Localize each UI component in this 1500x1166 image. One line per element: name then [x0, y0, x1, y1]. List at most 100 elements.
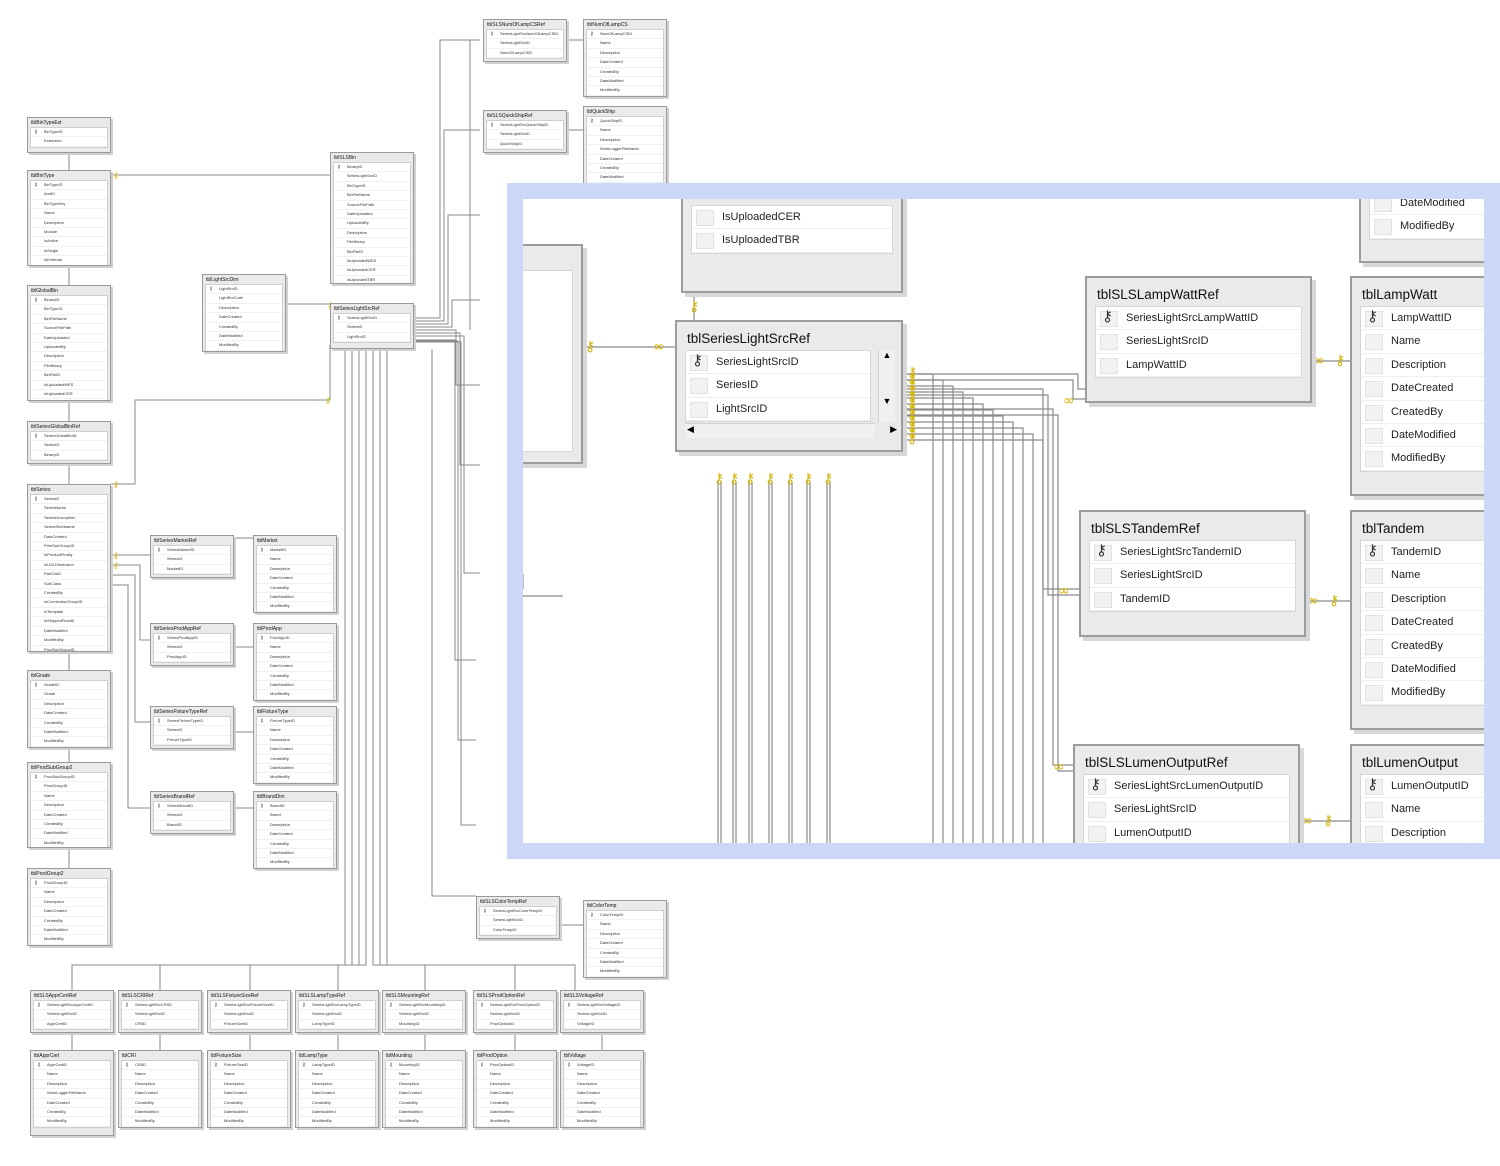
field-row[interactable]: Name [1361, 798, 1484, 822]
field-row[interactable]: CreatedBy [31, 917, 107, 927]
field-row[interactable]: DateCreated [257, 574, 333, 584]
table-tblSeriesMarketRef[interactable]: tblSeriesMarketRefSeriesMarketIDSeriesID… [150, 535, 234, 578]
field-row[interactable]: SeriesLightSrcID [334, 172, 410, 182]
field-row[interactable]: CRIID [122, 1020, 198, 1030]
field-row[interactable]: DateModified [477, 1108, 553, 1118]
field-row[interactable]: SourceFilePath [31, 324, 107, 334]
field-row[interactable]: Grade [31, 690, 107, 700]
field-row[interactable]: BinFileID [334, 248, 410, 258]
field-row[interactable]: SeriesLightSrcID [480, 916, 556, 926]
field-row[interactable]: ModifiedBy [1361, 447, 1484, 471]
field-row[interactable]: UploadedBy [31, 343, 107, 353]
primary-key-row[interactable]: BinaryID [334, 163, 410, 173]
field-row[interactable]: SeriesLightSrcID [1090, 564, 1295, 588]
primary-key-row[interactable]: SeriesLightSrcVoltageID [564, 1001, 640, 1011]
field-row[interactable]: Name [477, 1070, 553, 1080]
field-row[interactable]: BinaryID [31, 451, 107, 461]
field-row[interactable]: DateModified [386, 1108, 462, 1118]
field-row[interactable]: IsUploadedCER [31, 390, 107, 400]
field-row[interactable]: BinTypeKey [31, 200, 107, 210]
field-row[interactable]: MarketID [154, 565, 230, 575]
field-row[interactable]: CreatedBy [1361, 635, 1484, 659]
field-row[interactable]: DateCreated [386, 1089, 462, 1099]
table-tblSeriesFixtureTypeRef[interactable]: tblSeriesFixtureTypeRefSeriesFixtureType… [150, 706, 234, 749]
field-row[interactable]: AmtID [31, 190, 107, 200]
table-tblGrade[interactable]: tblGradeGradeIDGradeDescriptionDateCreat… [27, 670, 111, 748]
primary-key-row[interactable]: LampWattID [1361, 306, 1484, 331]
field-row[interactable]: MountingID [386, 1020, 462, 1030]
primary-key-row[interactable]: CRIID [122, 1061, 198, 1071]
field-row[interactable]: CreatedBy [299, 1099, 375, 1109]
table-tblLumenOutput[interactable]: tblLumenOutput LumenOutputID Name Descri… [1350, 744, 1484, 843]
primary-key-row[interactable]: ProdAppID [257, 634, 333, 644]
field-row[interactable]: CreatedBy [31, 820, 107, 830]
primary-key-row[interactable]: LampTypeID [299, 1061, 375, 1071]
primary-key-row[interactable]: SeriesLightSrcApprCertID [34, 1001, 110, 1011]
field-row[interactable]: Description [31, 219, 107, 229]
field-row[interactable]: DateCreated [477, 1089, 553, 1099]
primary-key-row[interactable]: ProdGroupID [31, 879, 107, 889]
field-row[interactable]: CreatedBy [31, 589, 107, 599]
primary-key-row[interactable]: BinaryID [31, 296, 107, 306]
field-row[interactable]: QuickShipID [487, 140, 563, 150]
field-row[interactable]: Name [31, 209, 107, 219]
field-row[interactable]: SeriesLightSrcID [299, 1010, 375, 1020]
table-tblSLSLampWattRef[interactable]: tblSLSLampWattRef SeriesLightSrcLampWatt… [1085, 276, 1312, 403]
field-row[interactable]: Extension [31, 137, 107, 147]
field-row[interactable]: BinTypeID [31, 305, 107, 315]
field-row[interactable]: IsExternal [31, 256, 107, 265]
field-row[interactable]: SeriesDescription [31, 514, 107, 524]
table-tblSeriesGlobalBinRef[interactable]: tblSeriesGlobalBinRefSeriesGlobalBinIDSe… [27, 421, 111, 464]
field-row[interactable]: DateCreated [211, 1089, 287, 1099]
field-row[interactable]: UploadedBy [334, 219, 410, 229]
field-row[interactable]: Name [1361, 330, 1484, 354]
field-row[interactable]: IsUploadedTBR [31, 399, 107, 400]
field-row[interactable]: SeriesLightSrcID [386, 1010, 462, 1020]
field-row[interactable]: CreatedBy [1361, 401, 1484, 425]
field-row[interactable]: BinFileID [31, 371, 107, 381]
field-row[interactable]: BrandID [154, 821, 230, 831]
field-row[interactable]: DateCreated [31, 533, 107, 543]
field-row[interactable]: Name [299, 1070, 375, 1080]
field-row[interactable]: Name [211, 1070, 287, 1080]
field-row[interactable]: Description [587, 49, 663, 59]
field-row[interactable]: ModifiedBy [257, 773, 333, 783]
primary-key-row[interactable]: SeriesMarketID [154, 546, 230, 556]
table-tblSLSNumOfLampCSRef[interactable]: tblSLSNumOfLampCSRefSeriesLightSrcNumOfL… [483, 19, 567, 62]
zoom-partial-table-right[interactable]: DateModified ModifiedBy [1359, 199, 1484, 263]
field-row[interactable]: CreatedBy [34, 1108, 110, 1118]
primary-key-row[interactable]: BrandID [257, 802, 333, 812]
field-row[interactable]: Name [257, 726, 333, 736]
field-row[interactable]: DateModified [122, 1108, 198, 1118]
table-tblCRI[interactable]: tblCRICRIIDNameDescriptionDateCreatedCre… [118, 1050, 202, 1128]
field-row[interactable]: ModifiedBy [34, 1117, 110, 1127]
field-row[interactable]: DateCreated [564, 1089, 640, 1099]
field-row[interactable]: ModifiedBy [257, 858, 333, 868]
field-row[interactable]: Module [31, 228, 107, 238]
field-row[interactable]: Name [587, 126, 663, 136]
field-row[interactable]: CreatedBy [257, 840, 333, 850]
field-row[interactable]: Description [299, 1080, 375, 1090]
field-row[interactable]: CreatedBy [257, 755, 333, 765]
field-row[interactable]: DateModified [257, 849, 333, 859]
field-row[interactable]: BinFileName [31, 315, 107, 325]
field-row[interactable]: Name [122, 1070, 198, 1080]
field-row[interactable]: Name [386, 1070, 462, 1080]
primary-key-row[interactable]: MountingID [386, 1061, 462, 1071]
field-row[interactable]: LumenOutputID [1084, 822, 1289, 843]
primary-key-row[interactable]: NumOfLampCSID [587, 30, 663, 40]
table-tblLightSrcDim[interactable]: tblLightSrcDimLightSrcIDLightSrcCodeDesc… [202, 274, 286, 352]
field-row[interactable]: IsUploadedWES [334, 257, 410, 267]
primary-key-row[interactable]: SeriesProdAppID [154, 634, 230, 644]
field-row[interactable]: SeriesID [334, 323, 410, 333]
table-tblSLSBin[interactable]: tblSLSBinBinaryIDSeriesLightSrcIDBinType… [330, 152, 414, 284]
field-row[interactable]: SeriesID [154, 555, 230, 565]
field-row[interactable]: ModifiedBy [477, 1117, 553, 1127]
field-row[interactable]: DateModified [31, 728, 107, 738]
field-row[interactable]: SeriesLightSrcID [477, 1010, 553, 1020]
field-row[interactable]: LightSrcID [334, 333, 410, 343]
field-row[interactable]: ModifiedBy [211, 1117, 287, 1127]
field-row[interactable]: IsUploadedWES [31, 381, 107, 391]
field-row[interactable]: IsActive [31, 237, 107, 247]
field-row[interactable]: DateModified [1370, 199, 1484, 216]
